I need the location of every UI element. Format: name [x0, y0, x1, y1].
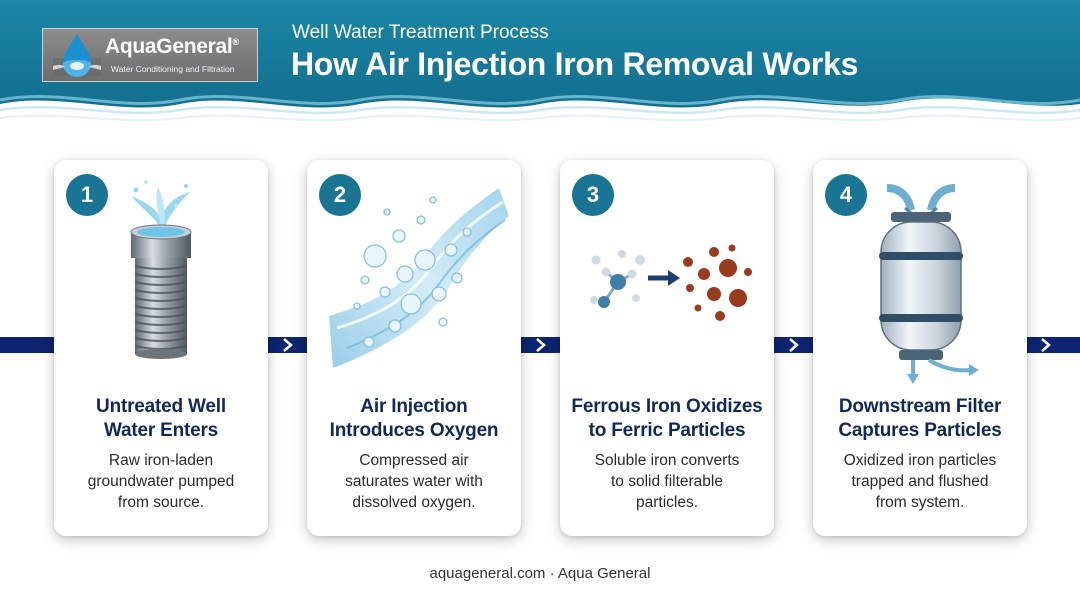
chevron-right-icon — [521, 337, 559, 353]
water-drop-icon — [53, 34, 101, 77]
filter-tank-icon — [879, 184, 979, 384]
oxidation-molecules-icon — [590, 244, 752, 321]
step-number-badge: 3 — [572, 174, 614, 216]
page-subtitle: Well Water Treatment Process — [292, 22, 549, 43]
well-pipe-icon — [130, 180, 192, 359]
footer-credit[interactable]: aquageneral.com · Aqua General — [429, 565, 651, 582]
page-title: How Air Injection Iron Removal Works — [291, 46, 859, 82]
chevron-right-icon — [1027, 337, 1080, 353]
step-number-badge: 1 — [66, 174, 108, 216]
wave-background — [0, 0, 1080, 130]
step-card-3: 3 Ferrous Iron Oxid — [560, 160, 774, 536]
water-bubbles-icon — [329, 188, 509, 368]
step-number-badge: 2 — [319, 174, 361, 216]
brand-name: AquaGeneral® — [105, 35, 239, 58]
step-card-1: 1 — [54, 160, 268, 536]
chevron-right-icon — [774, 337, 812, 353]
chevron-right-icon — [268, 337, 306, 353]
header-banner: AquaGeneral® Water Conditioning and Filt… — [0, 0, 1080, 130]
step-number-badge: 4 — [825, 174, 867, 216]
aquageneral-logo[interactable]: AquaGeneral® Water Conditioning and Filt… — [42, 28, 258, 82]
brand-tagline: Water Conditioning and Filtration — [111, 64, 235, 74]
step-card-2: 2 — [307, 160, 521, 536]
